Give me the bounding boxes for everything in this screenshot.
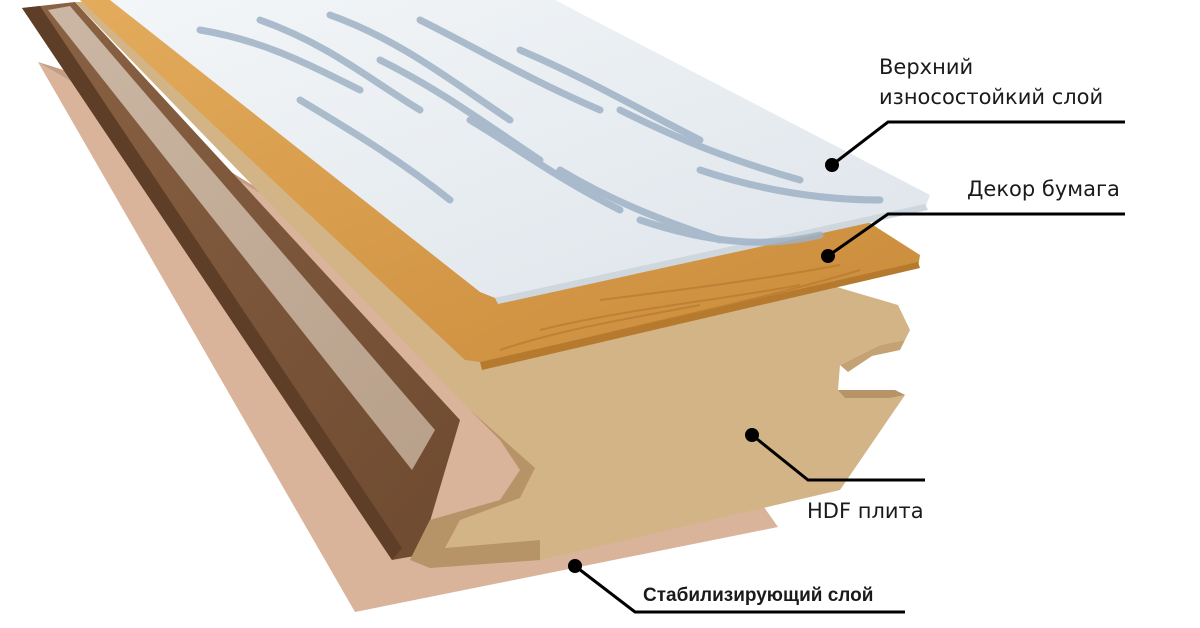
label-decor-paper: Декор бумага xyxy=(967,177,1120,201)
label-wear-layer-line2: износостойкий слой xyxy=(879,85,1104,109)
leader-line-hdf xyxy=(745,428,925,482)
label-stabilizing-layer: Стабилизирующий слой xyxy=(643,585,874,606)
leader-line-stabilizing xyxy=(568,559,905,614)
label-wear-layer: Верхний износостойкий слой xyxy=(879,52,1129,112)
label-hdf-board: HDF плита xyxy=(807,499,924,523)
label-wear-layer-line1: Верхний xyxy=(879,55,974,79)
leader-line-decor xyxy=(821,212,1125,263)
tongue-profile xyxy=(22,2,460,560)
wear-layer xyxy=(110,0,930,304)
leader-line-top xyxy=(825,120,1125,172)
